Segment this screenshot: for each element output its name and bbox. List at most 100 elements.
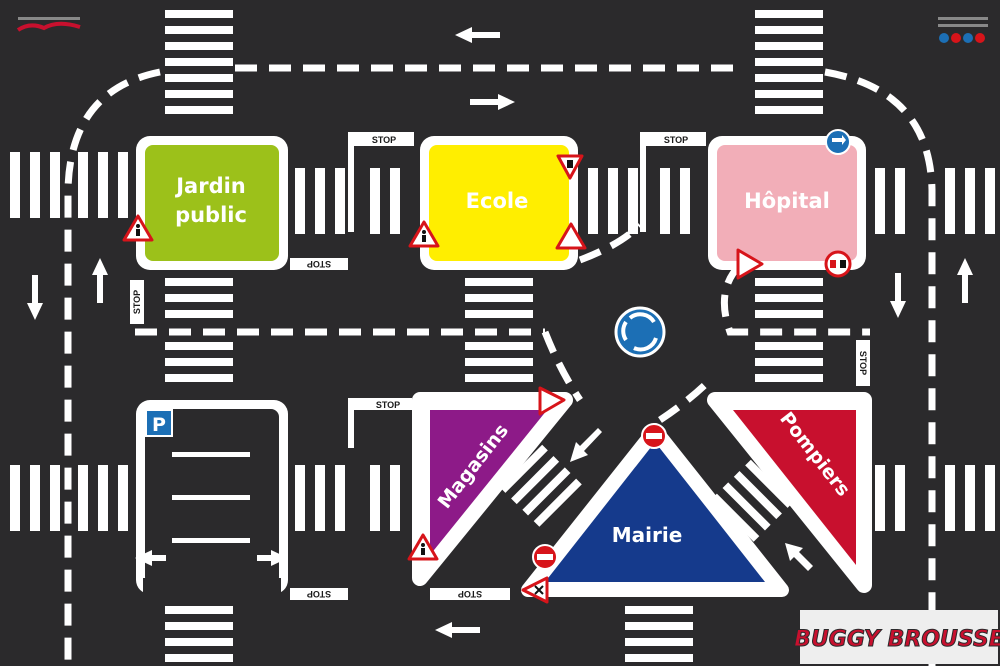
top-right-logo — [938, 17, 988, 43]
stop-plate-vertical — [130, 280, 144, 324]
parking-bay-line — [172, 495, 250, 500]
roundabout-link-right — [720, 262, 870, 336]
no-overtaking-sign-icon — [824, 250, 852, 278]
parking-bay-line — [172, 538, 250, 543]
stop-labels: STOP STOP STOP STOP STOP STOP STOP STOP — [132, 135, 868, 599]
stop-line-bar — [640, 132, 646, 232]
arrow-down-icon — [27, 275, 43, 320]
crosswalk-left-row2 — [10, 465, 128, 531]
crosswalk-bottom-mid — [625, 606, 693, 662]
stop-plate — [354, 398, 412, 410]
buggy-brousse-logo: BUGGY BROUSSE — [794, 610, 1000, 664]
stop-plate — [290, 588, 348, 600]
jardin-label-line2: public — [175, 203, 247, 227]
hopital-block[interactable]: Hôpital — [708, 136, 866, 270]
stop-line-bar — [348, 132, 354, 232]
stop-label: STOP — [664, 135, 688, 145]
crosswalk-mid1-row1 — [295, 168, 400, 234]
no-entry-sign-icon — [532, 544, 558, 570]
parking-sign-icon — [145, 409, 173, 437]
pompiers-zone — [733, 410, 856, 565]
arrow-left-icon — [455, 27, 500, 43]
crossroads-warning-sign-icon — [521, 576, 549, 604]
road-signs — [122, 129, 852, 604]
crosswalk-top-left — [165, 10, 233, 114]
mairie-label: Mairie — [612, 523, 683, 547]
stop-plate — [290, 258, 348, 270]
stop-label: STOP — [307, 589, 331, 599]
arrow-up-left-icon — [785, 543, 813, 571]
jardin-public-block[interactable]: Jardin public — [136, 136, 288, 270]
arrow-up-icon — [92, 258, 108, 303]
pompiers-block[interactable]: Pompiers — [707, 392, 872, 593]
crosswalk-mid1-row2 — [295, 465, 400, 531]
jardin-public-zone — [145, 145, 279, 261]
stop-plate — [646, 132, 706, 146]
parking-block[interactable]: P — [135, 400, 288, 600]
pedestrian-warning-sign-icon — [407, 533, 439, 561]
hopital-zone — [717, 145, 857, 261]
parking-bay-line — [172, 452, 250, 457]
yield-sign-icon — [736, 248, 764, 280]
yield-sign-icon — [555, 222, 587, 250]
brand-background — [800, 610, 998, 664]
stop-plate — [430, 588, 510, 600]
magasins-block[interactable]: Magasins — [412, 392, 573, 586]
crosswalk-top-right — [755, 10, 823, 114]
mairie-block[interactable]: Mairie — [521, 423, 789, 597]
roundabout-warning-sign-icon — [538, 386, 566, 416]
crosswalk-right-row2 — [875, 465, 995, 531]
crosswalk-vert-jardin-below — [165, 278, 233, 382]
crosswalk-bottom-left — [165, 606, 233, 662]
dashed-lane-markings — [64, 64, 936, 666]
stop-plate-vertical — [856, 340, 870, 386]
magasins-zone — [430, 410, 547, 555]
arrow-left-icon — [435, 622, 480, 638]
mairie-zone — [545, 442, 765, 582]
arrow-down-left-icon — [570, 428, 602, 462]
stop-label: STOP — [376, 400, 400, 410]
jardin-label-line1: Jardin — [174, 174, 246, 198]
arrow-right-icon — [257, 550, 288, 566]
arrow-up-icon — [957, 258, 973, 303]
crosswalk-vert-hopital-below — [755, 278, 823, 382]
direction-arrows — [27, 27, 973, 638]
stop-line-bar — [348, 398, 354, 448]
crosswalk-diagonal-right — [711, 459, 794, 542]
ecole-block[interactable]: Ecole — [420, 136, 578, 270]
children-warning-sign-icon — [556, 154, 584, 180]
stop-label: STOP — [307, 259, 331, 269]
hopital-label: Hôpital — [744, 189, 830, 213]
keep-right-sign-icon — [825, 129, 851, 155]
roundabout-link-left — [541, 330, 583, 402]
crosswalk-vert-ecole-below — [465, 278, 533, 382]
stop-label: STOP — [858, 351, 868, 375]
ecole-label: Ecole — [466, 189, 529, 213]
ecole-zone — [429, 145, 569, 261]
crosswalk-diagonal-left — [499, 444, 582, 527]
no-entry-sign-icon — [641, 423, 667, 449]
crosswalk-mid2-row1 — [588, 168, 690, 234]
arrow-right-icon — [470, 94, 515, 110]
left-curved-lane — [64, 68, 161, 666]
roundabout-sign-icon — [614, 306, 666, 358]
top-left-logo — [16, 17, 81, 32]
crosswalks — [10, 10, 995, 662]
brand-name: BUGGY BROUSSE — [794, 627, 1000, 652]
stop-label: STOP — [372, 135, 396, 145]
crosswalk-left-row1 — [10, 152, 128, 218]
stop-label: STOP — [132, 290, 142, 314]
stop-label: STOP — [458, 589, 482, 599]
parking-sign-letter: P — [152, 414, 166, 436]
pedestrian-warning-sign-icon — [122, 214, 154, 242]
roundabout-link-bottom — [658, 377, 713, 423]
stop-lines — [130, 132, 870, 600]
crosswalk-right-row1 — [875, 168, 995, 234]
arrow-right-icon — [135, 550, 166, 566]
arrow-down-icon — [890, 273, 906, 318]
pedestrian-warning-sign-icon — [408, 220, 440, 248]
stop-plate — [354, 132, 414, 146]
roundabout-link-top — [578, 222, 643, 264]
parking-entrance-gap — [143, 578, 281, 600]
